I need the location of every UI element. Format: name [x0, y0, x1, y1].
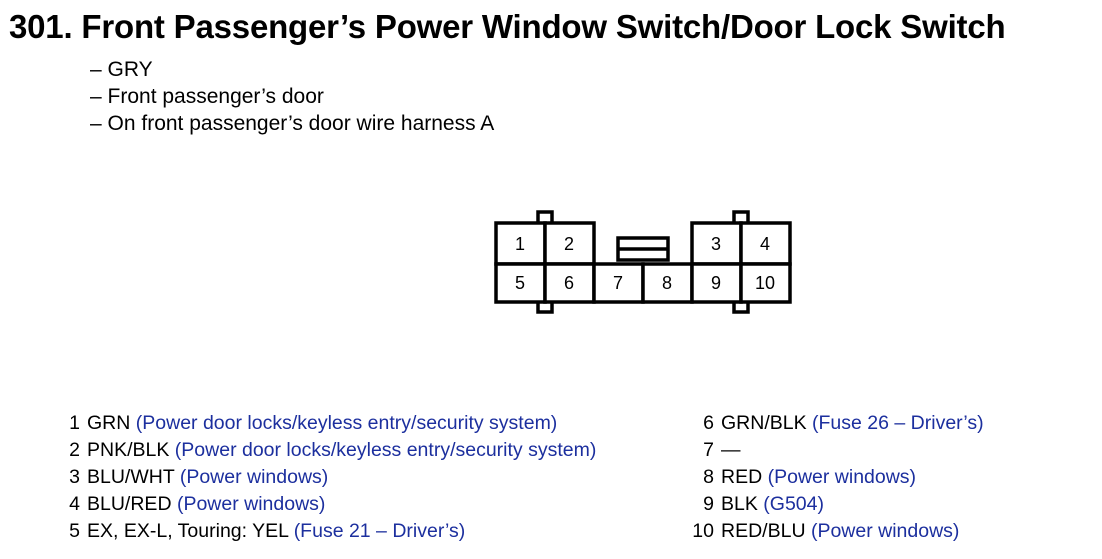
pin-number: 5	[69, 520, 80, 542]
connector-info: – GRY – Front passenger’s door – On fron…	[90, 56, 494, 137]
wire-color: GRN	[87, 412, 131, 434]
pin-entry: 3 BLU/WHT (Power windows)	[52, 464, 596, 491]
wire-color: BLK	[721, 493, 758, 515]
info-color: – GRY	[90, 58, 153, 81]
circuit-description: (Fuse 26 – Driver’s)	[812, 412, 984, 434]
wire-color: —	[721, 439, 741, 461]
circuit-description: (Fuse 21 – Driver’s)	[293, 520, 466, 542]
pin-label: 7	[613, 273, 623, 293]
pin-entry: 9 BLK (G504)	[680, 491, 984, 518]
pin-number: 6	[703, 412, 714, 434]
wire-color: PNK/BLK	[87, 439, 170, 461]
pin-entry: 8 RED (Power windows)	[680, 464, 984, 491]
circuit-description: (Power door locks/keyless entry/security…	[174, 439, 597, 461]
page-title: 301. Front Passenger’s Power Window Swit…	[9, 8, 1006, 45]
info-harness: – On front passenger’s door wire harness…	[90, 112, 495, 135]
pin-number: 10	[692, 520, 714, 542]
circuit-description: (Power windows)	[179, 466, 329, 488]
pin-number: 7	[703, 439, 714, 461]
pin-number: 8	[703, 466, 714, 488]
pin-entry: 2 PNK/BLK (Power door locks/keyless entry…	[52, 437, 596, 464]
wire-color: EX, EX-L, Touring: YEL	[87, 520, 289, 542]
pin-label: 6	[564, 273, 574, 293]
pin-entry: 1 GRN (Power door locks/keyless entry/sec…	[52, 410, 596, 437]
wire-color: BLU/WHT	[87, 466, 175, 488]
circuit-description: (Power windows)	[767, 466, 917, 488]
circuit-description: (Power windows)	[810, 520, 960, 542]
pin-entry: 10 RED/BLU (Power windows)	[680, 518, 984, 545]
pin-label: 4	[760, 234, 770, 254]
pin-number: 2	[69, 439, 80, 461]
pin-label: 10	[755, 273, 775, 293]
pin-list-left: 1 GRN (Power door locks/keyless entry/sec…	[52, 410, 596, 545]
wire-color: GRN/BLK	[721, 412, 807, 434]
pin-label: 2	[564, 234, 574, 254]
wire-color: RED	[721, 466, 763, 488]
pin-label: 9	[711, 273, 721, 293]
pin-label: 3	[711, 234, 721, 254]
pin-cell-10	[739, 262, 792, 304]
connector-diagram: 1 2 3 4 5 6 7 8 9 10	[494, 210, 792, 314]
pin-label: 1	[515, 234, 525, 254]
pin-label: 8	[662, 273, 672, 293]
circuit-description: (Power windows)	[176, 493, 326, 515]
circuit-description: (G504)	[763, 493, 824, 515]
pin-number: 4	[69, 493, 80, 515]
pin-entry: 7—	[680, 437, 984, 464]
wire-color: RED/BLU	[721, 520, 806, 542]
pin-entry: 5 EX, EX-L, Touring: YEL (Fuse 21 – Drive…	[52, 518, 596, 545]
pin-label: 5	[515, 273, 525, 293]
circuit-description: (Power door locks/keyless entry/security…	[135, 412, 558, 434]
pin-number: 1	[69, 412, 80, 434]
pin-number: 3	[69, 466, 80, 488]
pin-entry: 6 GRN/BLK (Fuse 26 – Driver’s)	[680, 410, 984, 437]
wire-color: BLU/RED	[87, 493, 172, 515]
pin-entry: 4 BLU/RED (Power windows)	[52, 491, 596, 518]
pin-number: 9	[703, 493, 714, 515]
info-location: – Front passenger’s door	[90, 85, 324, 108]
